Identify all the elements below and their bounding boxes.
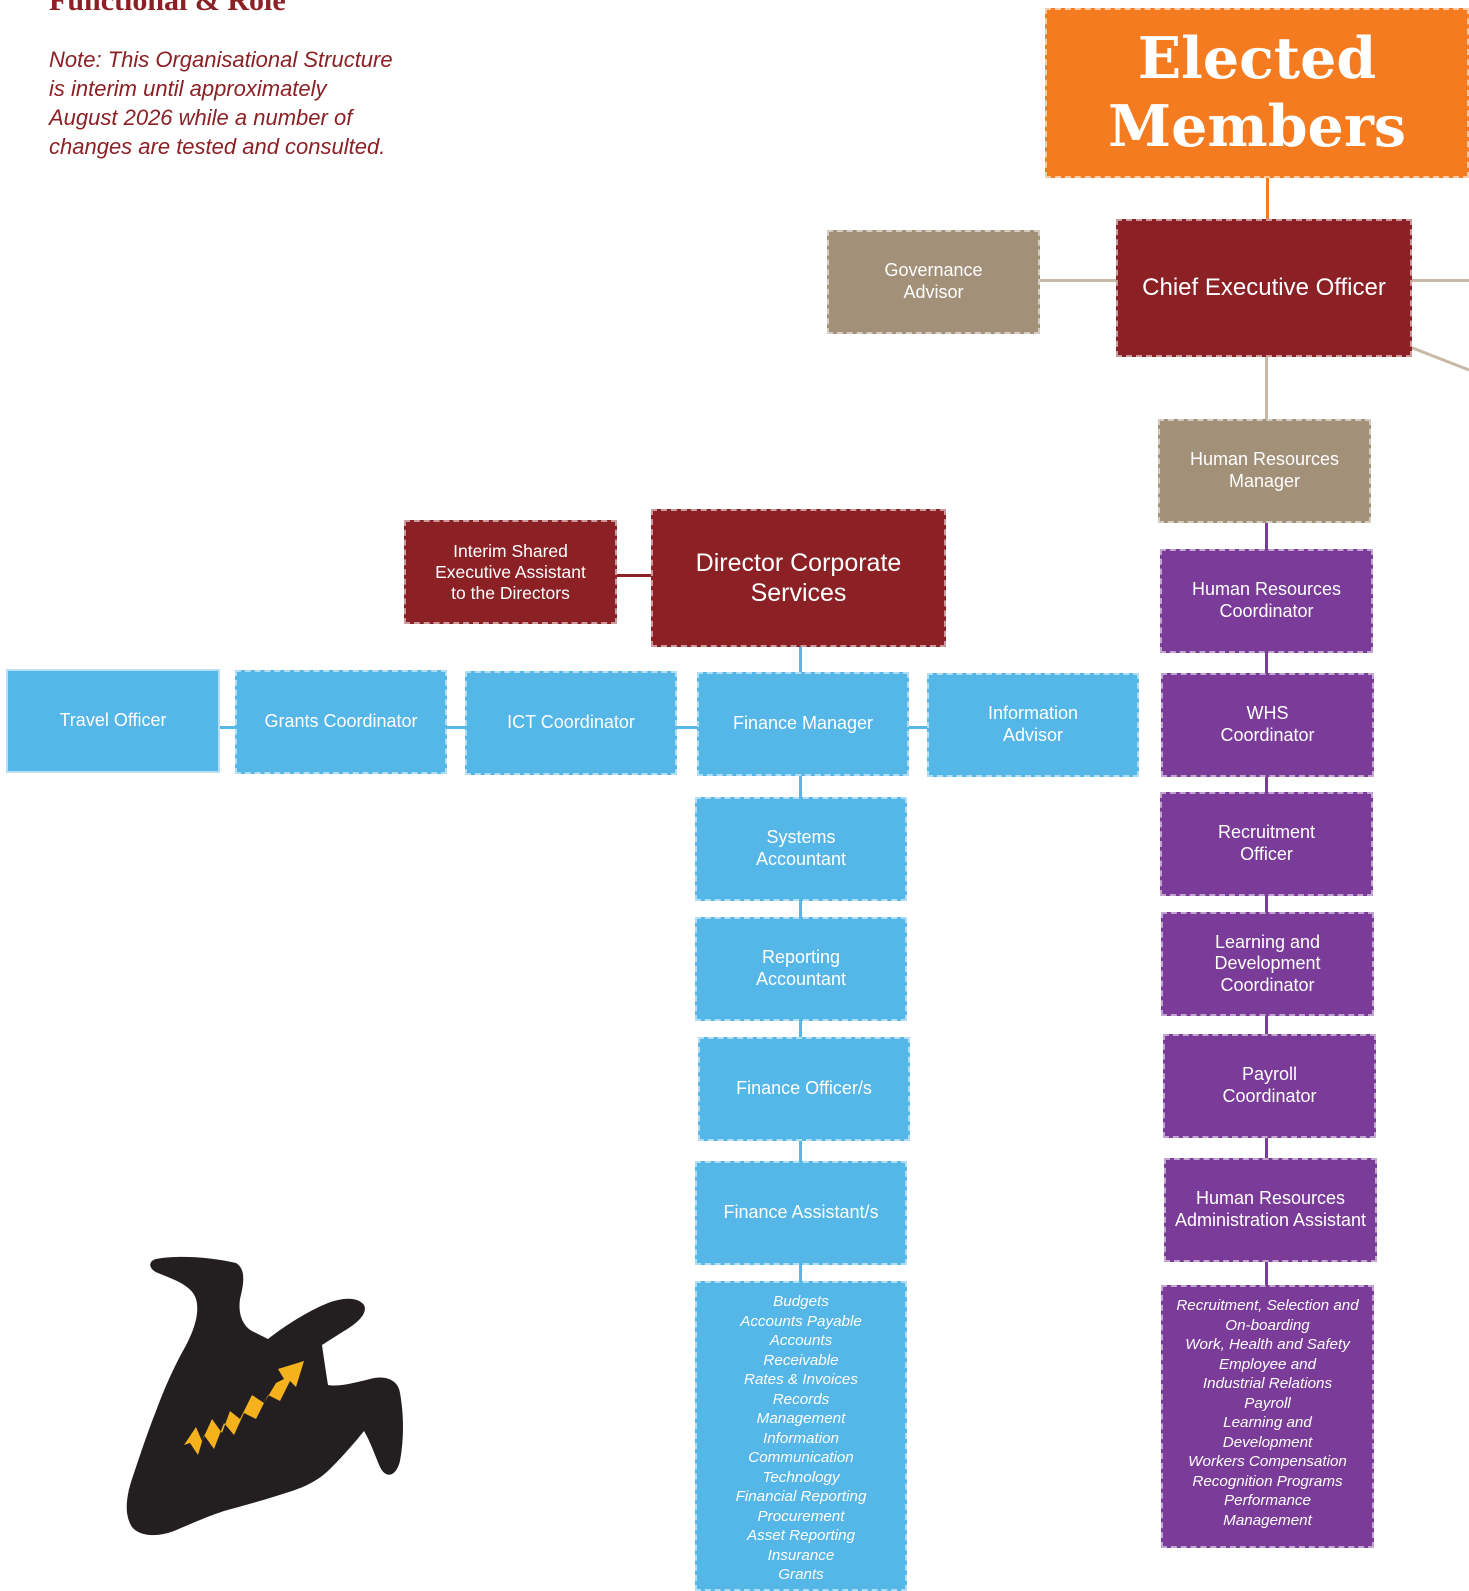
list-item: Financial Reporting	[735, 1488, 867, 1505]
list-item: Management	[756, 1410, 846, 1427]
governance-advisor-box[interactable]: Governance Advisor	[827, 230, 1040, 334]
finance-assistants-box[interactable]: Finance Assistant/s	[695, 1161, 907, 1265]
information-advisor-box[interactable]: Information Advisor	[927, 673, 1139, 777]
hr-coordinator-label: Human Resources Coordinator	[1191, 579, 1342, 621]
hr-manager-label: Human Resources Manager	[1189, 449, 1340, 491]
list-item: Receivable	[763, 1351, 839, 1369]
ceo-box[interactable]: Chief Executive Officer	[1116, 219, 1412, 357]
ceo-label: Chief Executive Officer	[1142, 273, 1386, 301]
list-item: Asset Reporting	[746, 1527, 856, 1544]
hr-functions-list: Recruitment, Selection and On-boarding W…	[1161, 1285, 1374, 1548]
learning-coordinator-box[interactable]: Learning and Development Coordinator	[1161, 912, 1374, 1016]
connector-finance-chain	[799, 770, 802, 1285]
connector-director-row	[799, 644, 802, 674]
payroll-coordinator-box[interactable]: Payroll Coordinator	[1163, 1034, 1376, 1138]
interim-note: Note: This Organisational Structure is i…	[49, 47, 393, 159]
connector-hr-chain	[1265, 521, 1268, 1296]
executive-assistant-box[interactable]: Interim Shared Executive Assistant to th…	[404, 520, 617, 624]
list-item: Learning and	[1223, 1414, 1312, 1431]
ict-coordinator-box[interactable]: ICT Coordinator	[465, 671, 677, 775]
governance-advisor-label: Governance Advisor	[884, 260, 983, 302]
list-item: Records	[772, 1390, 830, 1408]
hr-admin-assistant-label: Human Resources Administration Assistant	[1174, 1188, 1367, 1230]
list-item: Accounts Payable	[740, 1312, 862, 1330]
list-item: Payroll	[1244, 1394, 1291, 1412]
list-item: Management	[1223, 1511, 1312, 1529]
list-item: Communication	[748, 1449, 854, 1466]
payroll-coordinator-label: Payroll Coordinator	[1222, 1064, 1317, 1106]
list-item: Industrial Relations	[1202, 1375, 1333, 1392]
reporting-accountant-box[interactable]: Reporting Accountant	[695, 917, 907, 1021]
list-item: Work, Health and Safety	[1185, 1336, 1350, 1353]
travel-officer-box[interactable]: Travel Officer	[6, 669, 220, 773]
list-item: Procurement	[757, 1507, 845, 1525]
grants-coordinator-box[interactable]: Grants Coordinator	[235, 670, 447, 774]
hr-manager-box[interactable]: Human Resources Manager	[1158, 419, 1371, 523]
list-item: Performance	[1224, 1492, 1311, 1509]
turtle-logo-icon	[126, 1256, 403, 1536]
connector-assistant-director	[615, 574, 653, 577]
finance-officers-box[interactable]: Finance Officer/s	[698, 1037, 910, 1141]
list-item: Information	[763, 1429, 839, 1447]
hr-coordinator-box[interactable]: Human Resources Coordinator	[1160, 549, 1373, 653]
finance-manager-label: Finance Manager	[732, 713, 874, 734]
connector-gov-ceo	[1040, 279, 1118, 282]
travel-officer-label: Travel Officer	[59, 710, 167, 731]
list-item: Development	[1222, 1433, 1313, 1451]
elected-members-label: Elected Members	[1108, 25, 1406, 160]
list-item: Grants	[778, 1566, 824, 1583]
list-item: On-boarding	[1225, 1316, 1310, 1334]
finance-manager-box[interactable]: Finance Manager	[697, 672, 909, 776]
connector-ceo-right	[1410, 279, 1469, 282]
executive-assistant-label: Interim Shared Executive Assistant to th…	[435, 540, 586, 603]
information-advisor-label: Information Advisor	[987, 703, 1079, 745]
list-item: Rates & Invoices	[744, 1371, 858, 1388]
connector-ceo-diagonal	[1410, 345, 1469, 372]
recruitment-officer-box[interactable]: Recruitment Officer	[1160, 792, 1373, 896]
learning-coordinator-label: Learning and Development Coordinator	[1214, 931, 1321, 995]
connector-elected-ceo	[1266, 176, 1269, 220]
grants-coordinator-label: Grants Coordinator	[264, 711, 418, 732]
ict-coordinator-label: ICT Coordinator	[507, 712, 635, 733]
list-item: Recruitment, Selection and	[1176, 1297, 1359, 1314]
connector-ceo-hr	[1265, 356, 1268, 419]
director-corporate-services-label: Director Corporate Services	[695, 549, 902, 607]
systems-accountant-label: Systems Accountant	[755, 827, 847, 869]
whs-coordinator-box[interactable]: WHS Coordinator	[1161, 673, 1374, 777]
page-title: Functional & Role	[49, 0, 286, 17]
finance-functions-list: Budgets Accounts Payable Accounts Receiv…	[695, 1281, 907, 1591]
whs-coordinator-label: WHS Coordinator	[1220, 703, 1315, 745]
finance-officers-label: Finance Officer/s	[736, 1078, 872, 1099]
director-corporate-services-box[interactable]: Director Corporate Services	[651, 509, 946, 647]
reporting-accountant-label: Reporting Accountant	[755, 947, 847, 989]
list-item: Accounts	[769, 1332, 833, 1349]
list-item: Recognition Programs	[1192, 1472, 1343, 1490]
systems-accountant-box[interactable]: Systems Accountant	[695, 797, 907, 901]
recruitment-officer-label: Recruitment Officer	[1217, 822, 1316, 864]
hr-admin-assistant-box[interactable]: Human Resources Administration Assistant	[1164, 1158, 1377, 1262]
list-item: Workers Compensation	[1188, 1453, 1347, 1470]
finance-assistants-label: Finance Assistant/s	[723, 1202, 879, 1223]
elected-members-box[interactable]: Elected Members	[1045, 8, 1469, 178]
list-item: Insurance	[767, 1546, 835, 1564]
list-item: Employee and	[1218, 1355, 1317, 1373]
list-item: Budgets	[773, 1293, 829, 1310]
list-item: Technology	[762, 1468, 840, 1486]
